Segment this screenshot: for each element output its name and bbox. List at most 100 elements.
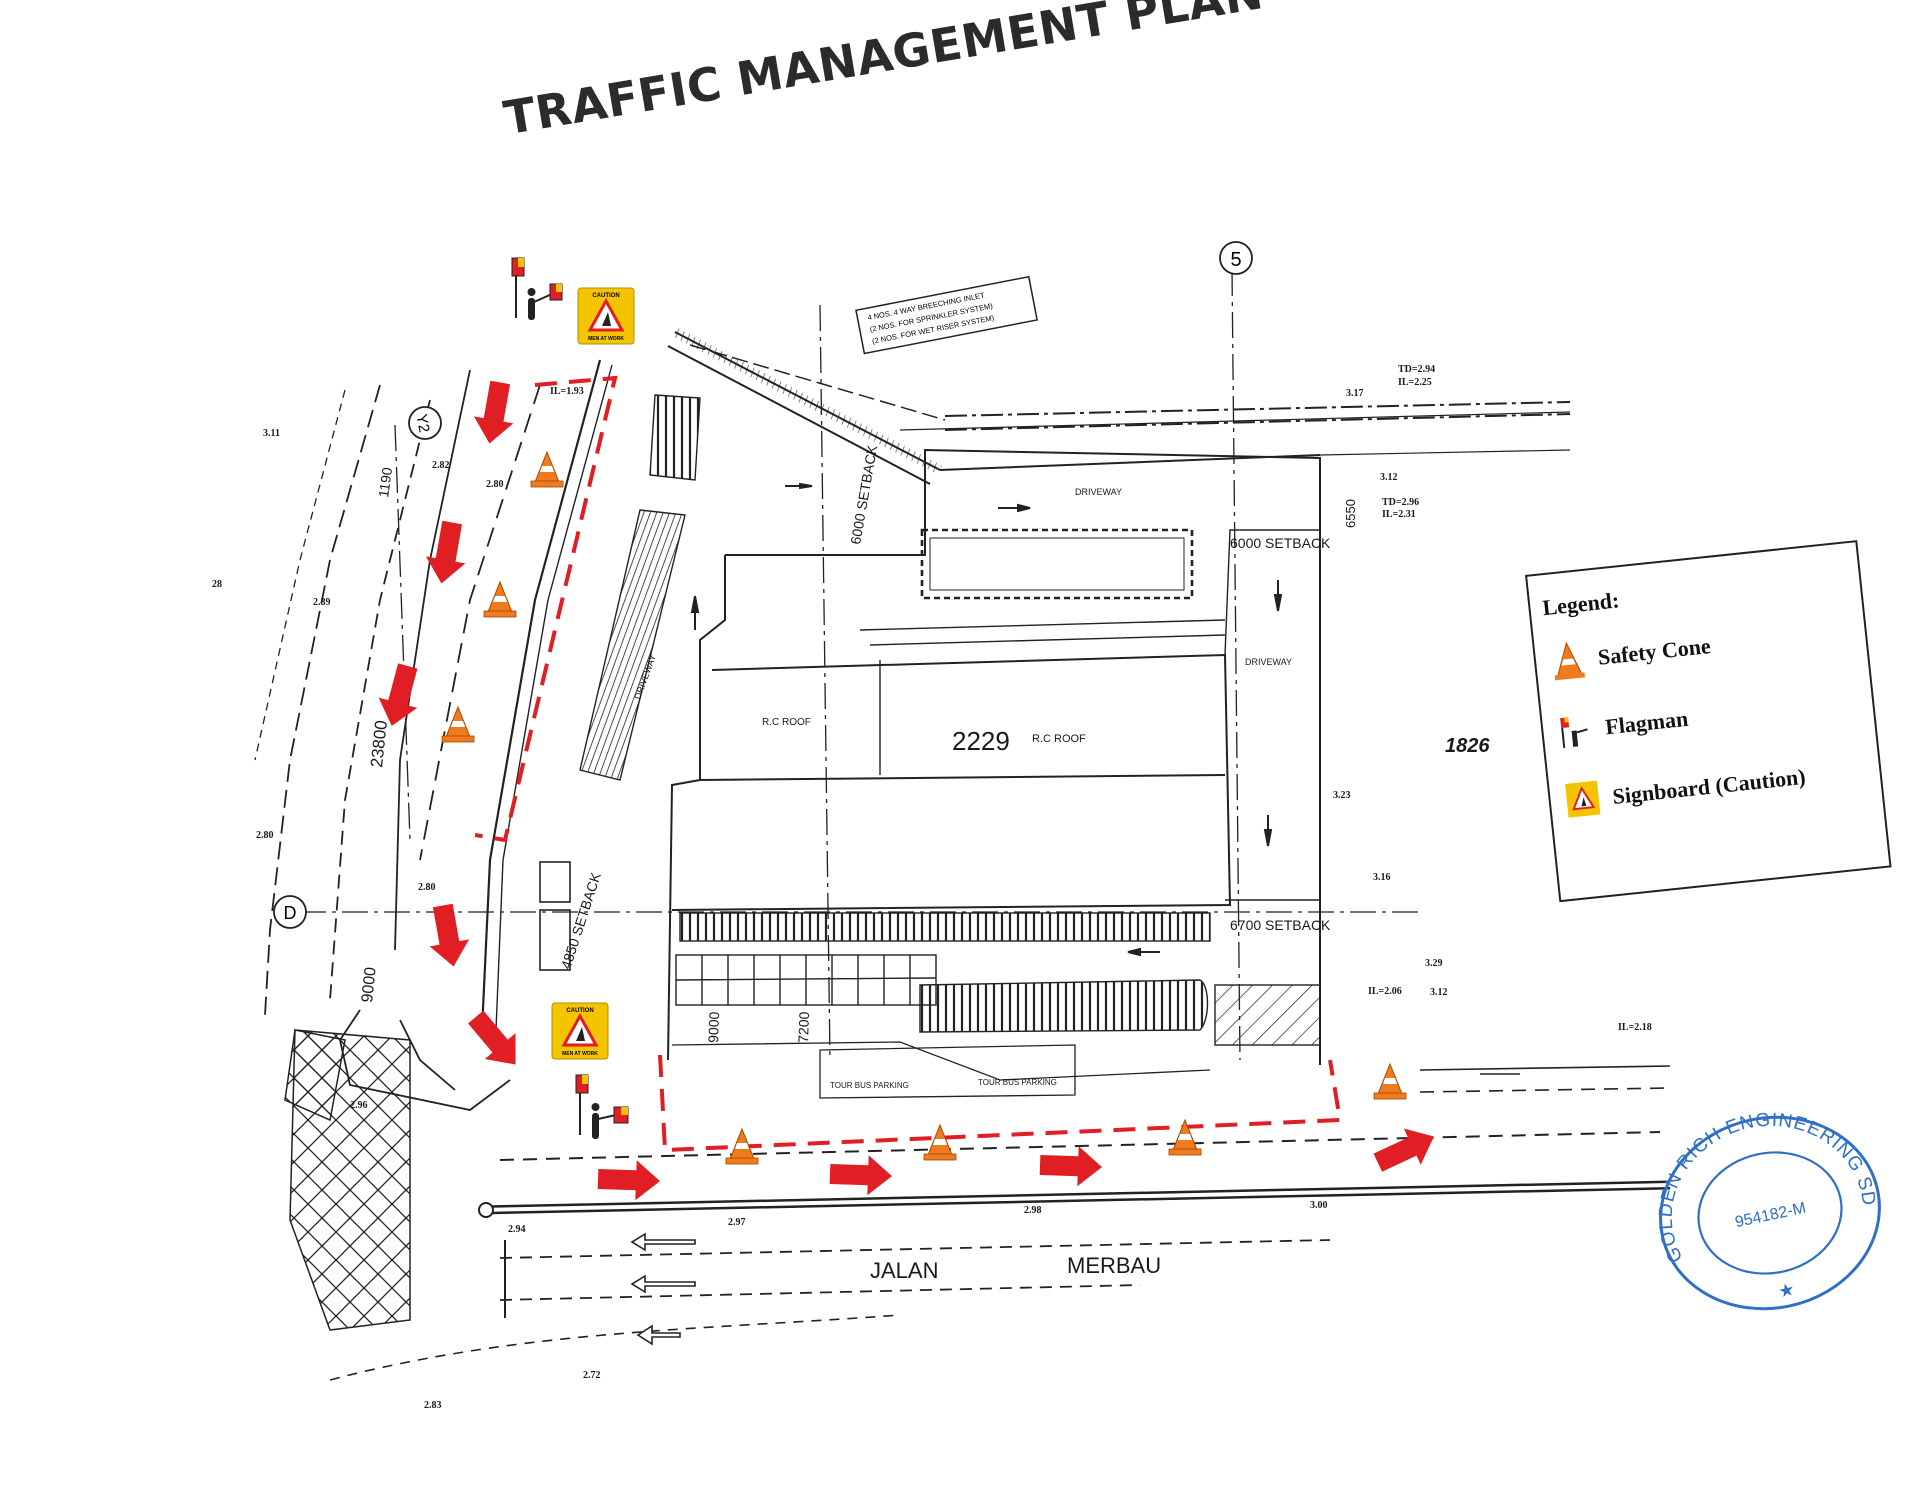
roof-label: R.C ROOF xyxy=(1032,733,1086,745)
breeching-inlet-note: 4 NOS. 4 WAY BREECHING INLET (2 NOS. FOR… xyxy=(855,275,1039,355)
svg-text:TD=2.96: TD=2.96 xyxy=(1382,497,1419,508)
svg-text:2.83: 2.83 xyxy=(424,1400,442,1411)
setback-right-bottom-label: 6700 SETBACK xyxy=(1230,917,1331,933)
red-direction-arrows xyxy=(378,380,1435,1201)
gridline-bubble-d: D xyxy=(273,895,307,929)
traffic-diversion-route xyxy=(474,375,1343,1153)
building-outline xyxy=(667,448,1321,1065)
svg-text:2.94: 2.94 xyxy=(508,1224,526,1235)
svg-text:2.97: 2.97 xyxy=(728,1217,746,1228)
adjacent-lot-label: 1826 xyxy=(1445,735,1490,757)
internal-flow-arrows xyxy=(690,482,1283,957)
setback-left-label: 4850 SETBACK xyxy=(558,870,604,971)
roof-label-small: R.C ROOF xyxy=(762,717,811,728)
svg-text:2.82: 2.82 xyxy=(432,460,450,471)
svg-text:TD=2.94: TD=2.94 xyxy=(1398,364,1435,375)
safety-cone xyxy=(441,705,475,743)
gridline-bubble-y2: Y2 xyxy=(408,406,442,440)
red-direction-arrow xyxy=(425,520,466,584)
svg-text:2.80: 2.80 xyxy=(486,479,504,490)
svg-text:MEN AT WORK: MEN AT WORK xyxy=(562,1051,598,1057)
dim-23800-label: 23800 xyxy=(367,719,391,768)
driveway-top-label: DRIVEWAY xyxy=(1075,487,1122,497)
red-direction-arrow xyxy=(473,380,514,444)
red-direction-arrow xyxy=(1039,1146,1102,1187)
svg-text:3.11: 3.11 xyxy=(263,428,280,439)
safety-cones xyxy=(441,450,1407,1165)
top-drain xyxy=(667,327,1571,485)
svg-text:IL=2.25: IL=2.25 xyxy=(1398,377,1432,388)
hatched-verge xyxy=(284,1029,411,1331)
stamp-reg-no: 954182-M xyxy=(1734,1200,1808,1232)
tour-bus-parking-2: TOUR BUS PARKING xyxy=(978,1078,1057,1087)
site-boundary xyxy=(254,359,613,1111)
tour-bus-parking-1: TOUR BUS PARKING xyxy=(830,1081,909,1090)
dim-9000-bottom-label: 9000 xyxy=(705,1011,722,1043)
svg-text:2.80: 2.80 xyxy=(418,882,436,893)
svg-text:Y2: Y2 xyxy=(413,413,433,434)
legend-item-safety-cone: Safety Cone xyxy=(1548,626,1712,683)
stamp-company-name: GOLDEN RICH ENGINEERING SDN. BHD. xyxy=(1650,1108,1884,1269)
red-direction-arrow xyxy=(1373,1128,1435,1172)
flagman-icon xyxy=(1556,709,1596,753)
svg-text:★: ★ xyxy=(1776,1279,1796,1302)
red-direction-arrow xyxy=(378,663,418,726)
safety-cone xyxy=(923,1123,957,1161)
caution-signboard-top: CAUTION MEN AT WORK xyxy=(577,287,635,345)
svg-text:2.80: 2.80 xyxy=(256,830,274,841)
caution-signboard-bottom: CAUTION MEN AT WORK xyxy=(551,1002,609,1060)
safety-cone xyxy=(1168,1118,1202,1156)
safety-cone xyxy=(530,450,564,488)
safety-cone-icon xyxy=(1548,639,1588,683)
svg-text:3.12: 3.12 xyxy=(1430,987,1448,998)
svg-text:3.12: 3.12 xyxy=(1380,472,1398,483)
red-direction-arrow xyxy=(429,903,470,967)
svg-text:GOLDEN RICH ENGINEERING SDN. B: GOLDEN RICH ENGINEERING SDN. BHD. xyxy=(1650,1108,1884,1269)
svg-text:2.72: 2.72 xyxy=(583,1370,601,1381)
company-stamp: GOLDEN RICH ENGINEERING SDN. BHD. 954182… xyxy=(1650,1108,1890,1318)
svg-text:2.96: 2.96 xyxy=(350,1100,368,1111)
dim-1190-label: 1190 xyxy=(375,466,395,498)
red-direction-arrow xyxy=(597,1160,660,1201)
svg-text:3.23: 3.23 xyxy=(1333,790,1351,801)
flagman-bottom xyxy=(575,1074,629,1139)
svg-text:D: D xyxy=(284,903,297,923)
dim-7200-label: 7200 xyxy=(795,1011,812,1043)
safety-cone xyxy=(725,1127,759,1165)
dim-9000-left-label: 9000 xyxy=(359,966,380,1003)
spot-levels: 3.11 3.17 3.12 3.23 3.16 3.29 3.12 2.82 … xyxy=(212,364,1652,1411)
legend-heading: Legend: xyxy=(1541,587,1621,621)
svg-text:IL=2.31: IL=2.31 xyxy=(1382,509,1416,520)
svg-text:IL=1.93: IL=1.93 xyxy=(550,386,584,397)
svg-text:28: 28 xyxy=(212,579,222,590)
road-name-jalan: JALAN xyxy=(870,1258,938,1283)
flagman-top xyxy=(511,257,563,320)
legend-label-flagman: Flagman xyxy=(1604,705,1690,740)
svg-text:CAUTION: CAUTION xyxy=(592,293,619,299)
gridlines xyxy=(300,269,1420,1061)
svg-text:IL=2.06: IL=2.06 xyxy=(1368,986,1402,997)
road-direction-arrows xyxy=(630,1073,1520,1346)
lot-number-label: 2229 xyxy=(952,726,1010,756)
caution-signboard-icon xyxy=(1563,778,1603,822)
road-name-merbau: MERBAU xyxy=(1067,1253,1161,1278)
road-jalan-merbau xyxy=(329,1065,1671,1381)
dim-6550-label: 6550 xyxy=(1343,499,1358,528)
legend-box: Legend: Safety Cone Flagman Signboard (C… xyxy=(1525,540,1892,903)
svg-text:MEN AT WORK: MEN AT WORK xyxy=(588,336,624,342)
svg-text:3.29: 3.29 xyxy=(1425,958,1443,969)
legend-label-signboard: Signboard (Caution) xyxy=(1611,763,1807,809)
stamp-seal: GOLDEN RICH ENGINEERING SDN. BHD. 954182… xyxy=(1650,1108,1884,1311)
svg-text:CAUTION: CAUTION xyxy=(566,1008,593,1014)
svg-text:3.16: 3.16 xyxy=(1373,872,1391,883)
safety-cone xyxy=(483,580,517,618)
driveway-right-label: DRIVEWAY xyxy=(1245,657,1292,667)
svg-text:3.00: 3.00 xyxy=(1310,1200,1328,1211)
red-direction-arrow xyxy=(468,1010,516,1065)
svg-text:3.17: 3.17 xyxy=(1346,388,1364,399)
safety-cone xyxy=(1373,1062,1407,1100)
gridline-bubble-5: 5 xyxy=(1219,241,1253,275)
building-hatched-strips xyxy=(539,394,1321,1099)
